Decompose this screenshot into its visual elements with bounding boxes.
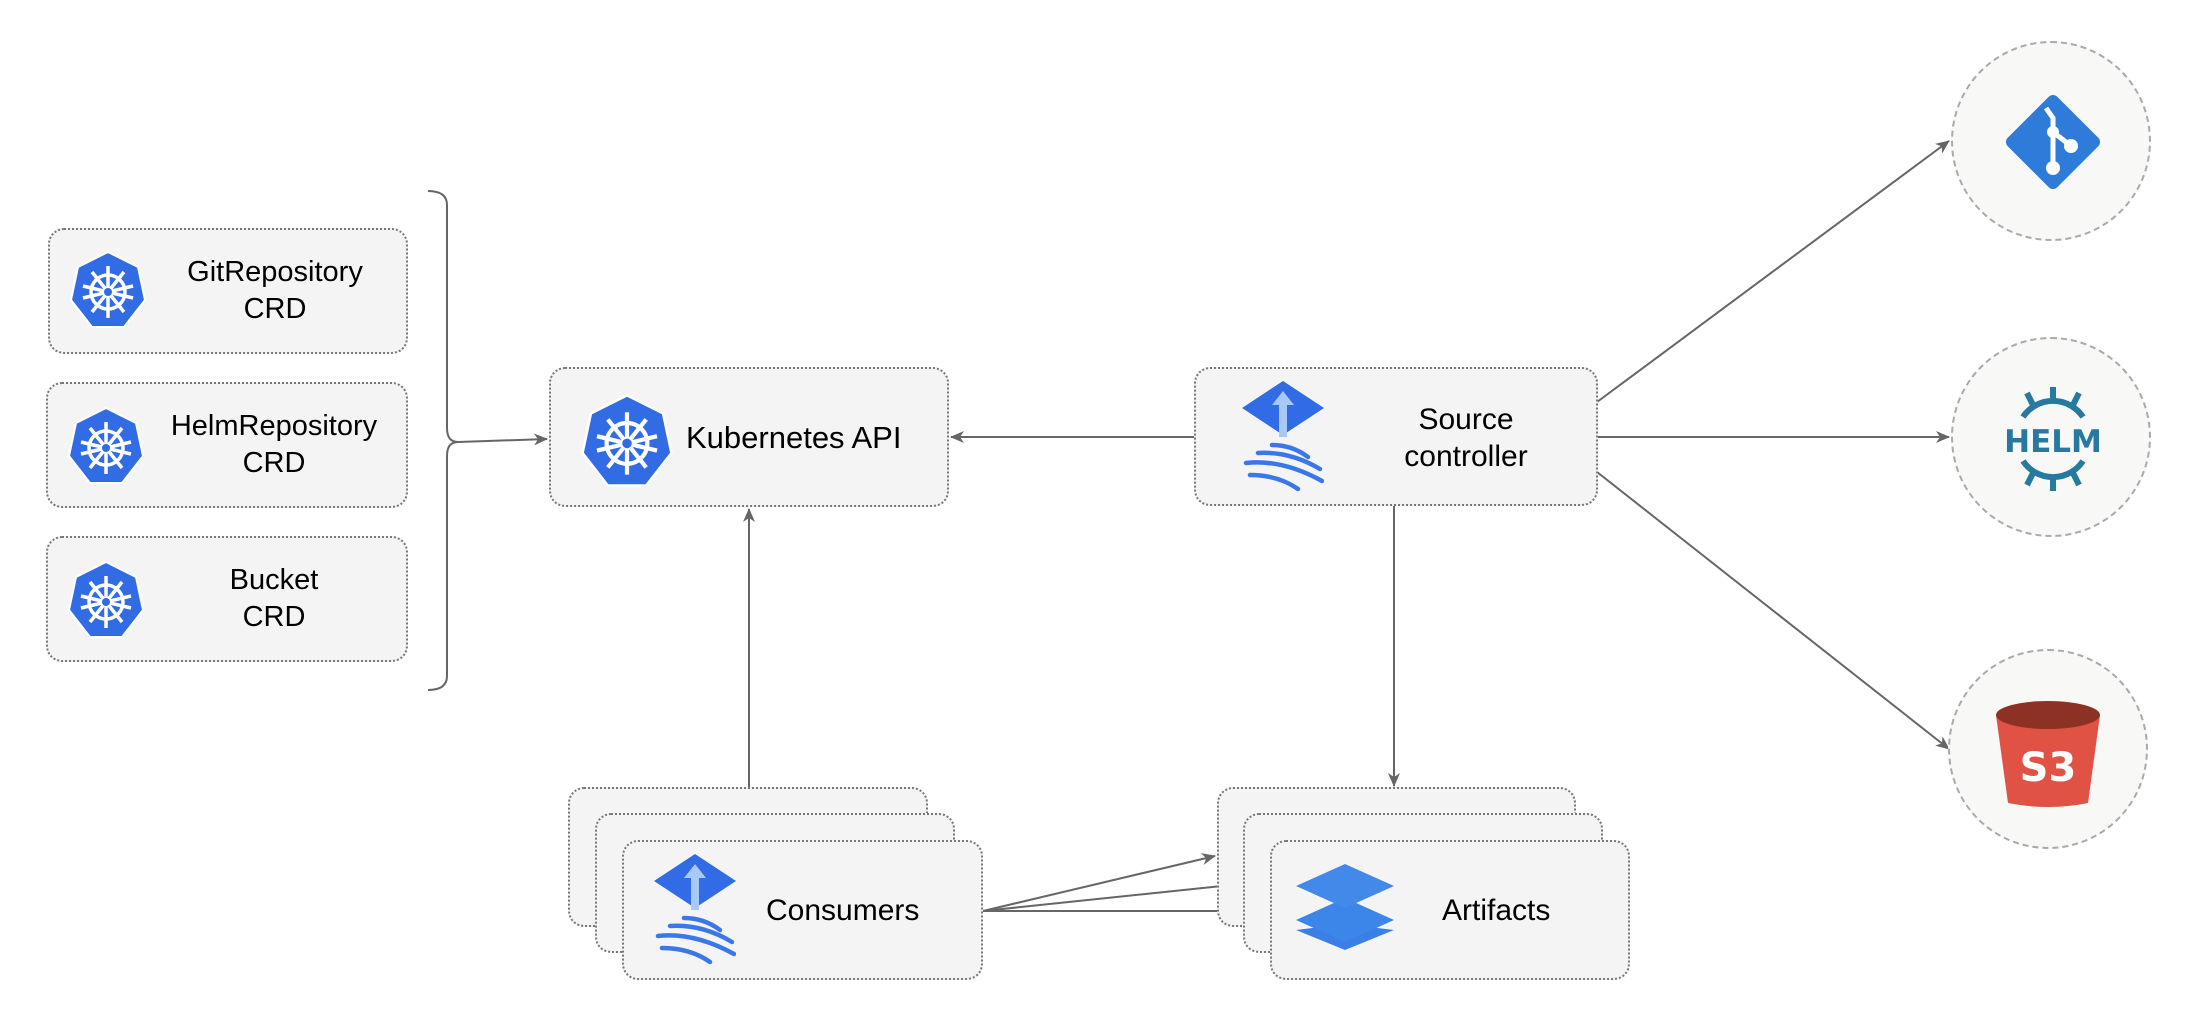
source-controller-node[interactable]: Source controller [1194, 367, 1598, 506]
helm-icon: HELM [2004, 387, 2102, 491]
s3-source[interactable]: S3 [1948, 649, 2148, 849]
consumers-node[interactable]: Consumers [622, 840, 983, 980]
git-icon [2005, 94, 2101, 190]
arrow-controller-to-s3 [1596, 471, 1950, 750]
crd-name: Bucket [229, 564, 319, 596]
s3-bucket-icon: S3 [1996, 701, 2100, 807]
s3-text: S3 [2020, 745, 2077, 791]
kubernetes-api-label: Kubernetes API [686, 420, 902, 455]
arrow-consumers-to-artifact-middle [982, 879, 1242, 912]
consumers-label: Consumers [766, 894, 920, 927]
source-controller-label-line1: Source [1418, 403, 1514, 436]
arrow-controller-to-git [1596, 140, 1950, 403]
crd-bucket[interactable]: Bucket CRD [46, 536, 408, 662]
crd-kind: CRD [243, 293, 307, 325]
layers-icon [1296, 864, 1394, 950]
flux-icon [654, 854, 736, 970]
crd-name: HelmRepository [170, 410, 378, 442]
crd-gitrepository[interactable]: GitRepository CRD [48, 228, 408, 354]
crd-kind: CRD [242, 601, 306, 633]
arrow-consumers-to-artifact-back [982, 853, 1216, 912]
source-controller-label-line2: controller [1404, 440, 1528, 473]
kubernetes-api-node[interactable]: Kubernetes API [549, 367, 949, 507]
crd-helmrepository[interactable]: HelmRepository CRD [46, 382, 408, 508]
arrow-crds-to-api [457, 433, 548, 446]
crd-brace [427, 190, 459, 691]
flux-icon [1242, 381, 1324, 497]
kubernetes-icon [581, 393, 673, 489]
kubernetes-icon [68, 406, 144, 485]
crd-kind: CRD [242, 447, 306, 479]
kubernetes-icon [68, 560, 144, 639]
git-source[interactable] [1951, 41, 2151, 241]
helm-text: HELM [2004, 424, 2102, 460]
helm-source[interactable]: HELM [1951, 337, 2151, 537]
artifacts-label: Artifacts [1442, 894, 1551, 927]
artifacts-node[interactable]: Artifacts [1270, 840, 1630, 980]
crd-name: GitRepository [187, 256, 363, 288]
kubernetes-icon [70, 250, 146, 329]
